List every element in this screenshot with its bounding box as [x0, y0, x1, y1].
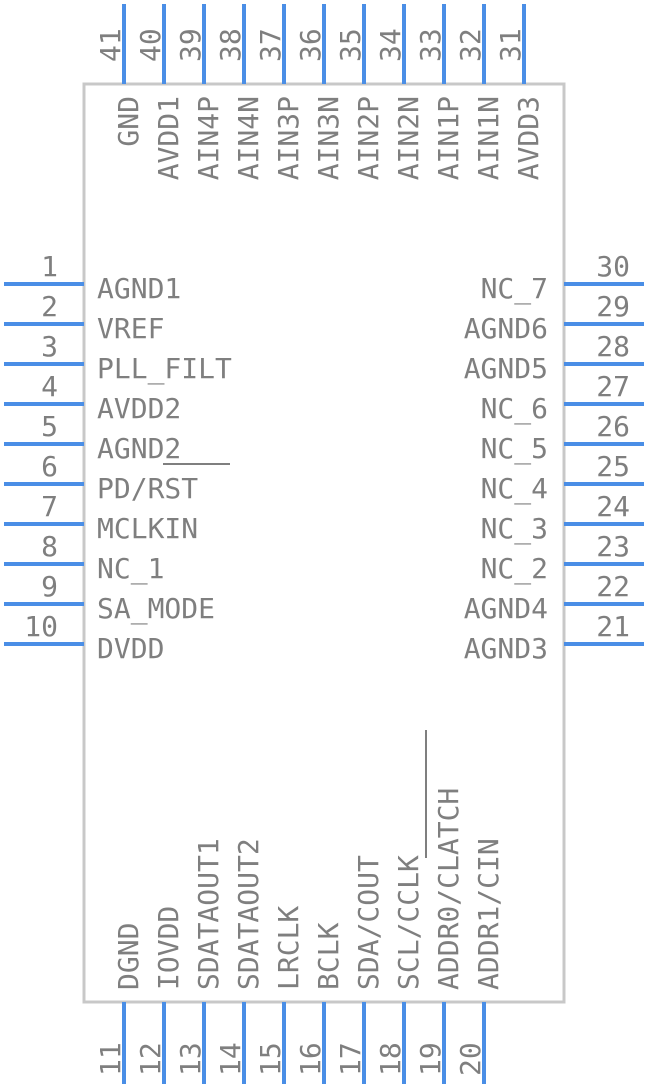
pin-36-label-ain3n: AIN3N [312, 96, 345, 180]
pin-27-number: 27 [596, 370, 630, 403]
pin-26-label-nc-5: NC_5 [481, 432, 548, 466]
pin-33-number: 33 [414, 28, 447, 62]
pin-13-number: 13 [174, 1042, 207, 1076]
pin-30-label-nc-7: NC_7 [481, 272, 548, 306]
pin-5-label-agnd2: AGND2 [97, 432, 181, 465]
pin-26-number: 26 [596, 410, 630, 443]
pin-6-number: 6 [41, 450, 58, 483]
pin-24-label-nc-3: NC_3 [481, 512, 548, 546]
pin-37-number: 37 [254, 28, 287, 62]
pin-40-number: 40 [134, 28, 167, 62]
pin-16-label-bclk: BCLK [312, 922, 345, 990]
pin-31-label-avdd3: AVDD3 [512, 96, 545, 180]
pin-15-number: 15 [254, 1042, 287, 1076]
pin-23-number: 23 [596, 530, 630, 563]
pin-2-number: 2 [41, 290, 58, 323]
pin-41-label-gnd: GND [112, 96, 145, 147]
pin-32-number: 32 [454, 28, 487, 62]
pin-9-number: 9 [41, 570, 58, 603]
pin-8-number: 8 [41, 530, 58, 563]
pin-18-label-scl-cclk: SCL/CCLK [392, 855, 425, 990]
pin-18-number: 18 [374, 1042, 407, 1076]
pin-33-label-ain1p: AIN1P [432, 96, 465, 180]
pin-20-number: 20 [454, 1042, 487, 1076]
pin-39-number: 39 [174, 28, 207, 62]
pin-21-number: 21 [596, 610, 630, 643]
pin-4-number: 4 [41, 370, 58, 403]
pin-25-number: 25 [596, 450, 630, 483]
pin-4-label-avdd2: AVDD2 [97, 392, 181, 425]
pin-11-number: 11 [94, 1042, 127, 1076]
pin-7-number: 7 [41, 490, 58, 523]
pin-29-number: 29 [596, 290, 630, 323]
pin-39-label-ain4p: AIN4P [192, 96, 225, 180]
pin-22-number: 22 [596, 570, 630, 603]
pin-11-label-dgnd: DGND [112, 923, 145, 990]
pin-16-number: 16 [294, 1042, 327, 1076]
pin-3-label-pll-filt: PLL_FILT [97, 352, 232, 386]
pin-35-label-ain2p: AIN2P [352, 96, 385, 180]
pin-7-label-mclkin: MCLKIN [97, 512, 198, 545]
pin-25-label-nc-4: NC_4 [481, 472, 548, 506]
pin-36-number: 36 [294, 28, 327, 62]
pin-17-number: 17 [334, 1042, 367, 1076]
pin-21-label-agnd3: AGND3 [464, 632, 548, 665]
pin-2-label-vref: VREF [97, 312, 164, 345]
pin-6-label-pd-rst: PD/RST [97, 472, 198, 505]
pin-37-label-ain3p: AIN3P [272, 96, 305, 180]
pin-19-label-addr0-clatch: ADDR0/CLATCH [432, 788, 465, 990]
pin-9-label-sa-mode: SA_MODE [97, 592, 215, 626]
pin-19-number: 19 [414, 1042, 447, 1076]
pin-34-label-ain2n: AIN2N [392, 96, 425, 180]
pin-14-label-sdataout2: SDATAOUT2 [232, 838, 265, 990]
pin-24-number: 24 [596, 490, 630, 523]
pin-27-label-nc-6: NC_6 [481, 392, 548, 426]
pin-10-label-dvdd: DVDD [97, 632, 164, 665]
pin-1-number: 1 [41, 250, 58, 283]
pin-41-number: 41 [94, 28, 127, 62]
pin-29-label-agnd6: AGND6 [464, 312, 548, 345]
pin-23-label-nc-2: NC_2 [481, 552, 548, 586]
pin-1-label-agnd1: AGND1 [97, 272, 181, 305]
pin-28-number: 28 [596, 330, 630, 363]
chip-body [82, 82, 566, 1004]
pin-3-number: 3 [41, 330, 58, 363]
pin-38-label-ain4n: AIN4N [232, 96, 265, 180]
pin-31-number: 31 [494, 28, 527, 62]
pin-12-number: 12 [134, 1042, 167, 1076]
pin-35-number: 35 [334, 28, 367, 62]
pin-38-number: 38 [214, 28, 247, 62]
pin-14-number: 14 [214, 1042, 247, 1076]
pin-34-number: 34 [374, 28, 407, 62]
pin-15-label-lrclk: LRCLK [272, 906, 305, 990]
pin-20-label-addr1-cin: ADDR1/CIN [472, 838, 505, 990]
pin-30-number: 30 [596, 250, 630, 283]
pin-32-label-ain1n: AIN1N [472, 96, 505, 180]
pin-17-label-sda-cout: SDA/COUT [352, 855, 385, 990]
pin-12-label-iovdd: IOVDD [152, 906, 185, 990]
pin-22-label-agnd4: AGND4 [464, 592, 548, 625]
pin-40-label-avdd1: AVDD1 [152, 96, 185, 180]
pin-28-label-agnd5: AGND5 [464, 352, 548, 385]
pin-5-number: 5 [41, 410, 58, 443]
pin-8-label-nc-1: NC_1 [97, 552, 164, 586]
pin-10-number: 10 [24, 610, 58, 643]
pin-13-label-sdataout1: SDATAOUT1 [192, 838, 225, 990]
